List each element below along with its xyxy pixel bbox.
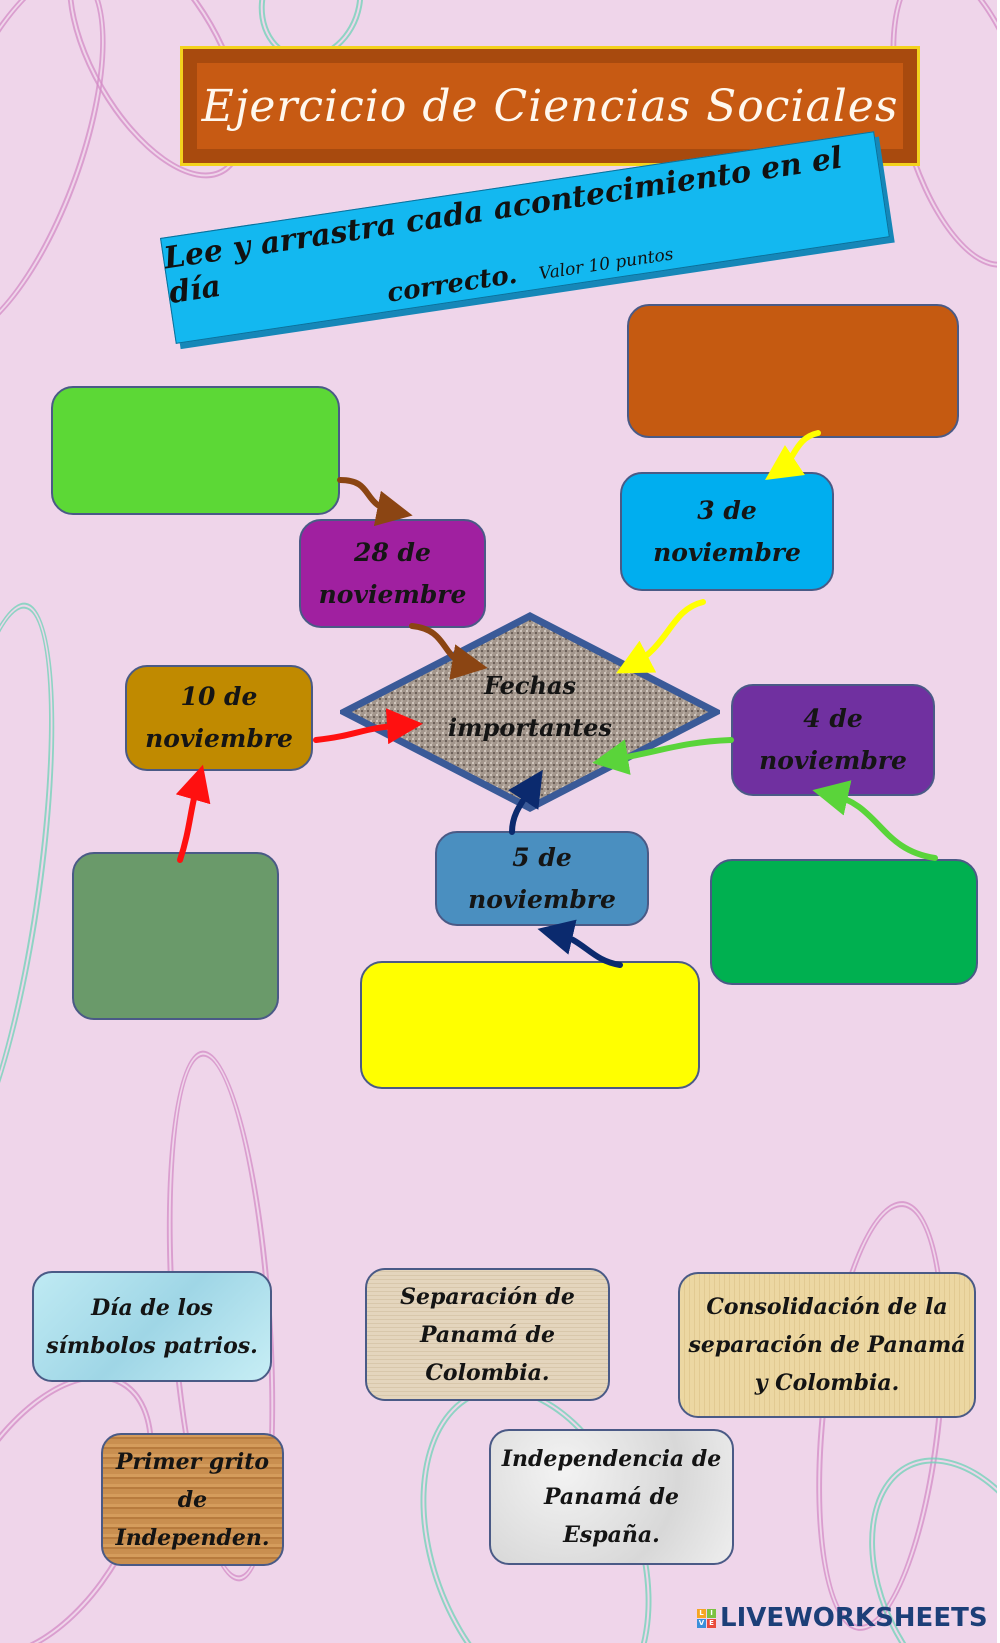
date-day: 3 de [697, 495, 757, 525]
liveworksheets-logo: L I V E LIVEWORKSHEETS [697, 1603, 988, 1633]
date-month: noviembre [145, 724, 293, 753]
event-card-separacion[interactable]: Separación de Panamá de Colombia. [365, 1268, 610, 1401]
drop-zone-3-noviembre[interactable] [627, 304, 959, 438]
date-day: 5 de [512, 842, 572, 872]
logo-letter: E [707, 1618, 716, 1628]
drop-zone-10-noviembre[interactable] [72, 852, 279, 1020]
date-box-3-noviembre: 3 de noviembre [620, 472, 834, 591]
decorative-leaf [0, 594, 82, 1178]
date-month: noviembre [653, 537, 801, 567]
page-title: Ejercicio de Ciencias Sociales [201, 80, 899, 132]
logo-text: LIVEWORKSHEETS [720, 1603, 988, 1633]
title-banner: Ejercicio de Ciencias Sociales [180, 46, 920, 166]
center-label-line-2: importantes [448, 713, 612, 742]
drop-zone-4-noviembre[interactable] [710, 859, 978, 985]
logo-letter: I [707, 1608, 716, 1618]
event-card-simbolos-patrios[interactable]: Día de los símbolos patrios. [32, 1271, 272, 1382]
event-card-independencia-espana[interactable]: Independencia de Panamá de España. [489, 1429, 734, 1565]
date-day: 28 de [354, 537, 431, 567]
date-month: noviembre [468, 884, 616, 914]
date-box-10-noviembre: 10 de noviembre [125, 665, 313, 771]
event-card-primer-grito[interactable]: Primer grito de Independen. [101, 1433, 284, 1566]
date-month: noviembre [318, 579, 467, 609]
date-month: noviembre [759, 746, 907, 775]
center-label-line-1: Fechas [483, 671, 577, 700]
logo-letter: L [697, 1608, 706, 1618]
date-box-5-noviembre: 5 de noviembre [435, 831, 649, 926]
event-card-consolidacion[interactable]: Consolidación de la separación de Panamá… [678, 1272, 976, 1418]
date-day: 10 de [180, 682, 258, 711]
date-day: 4 de [803, 704, 863, 733]
logo-icon: L I V E [697, 1608, 716, 1628]
drop-zone-5-noviembre[interactable] [360, 961, 700, 1089]
date-box-4-noviembre: 4 de noviembre [731, 684, 935, 796]
logo-letter: V [697, 1618, 706, 1628]
center-label: Fechas importantes [340, 665, 720, 749]
drop-zone-28-noviembre[interactable] [51, 386, 340, 515]
